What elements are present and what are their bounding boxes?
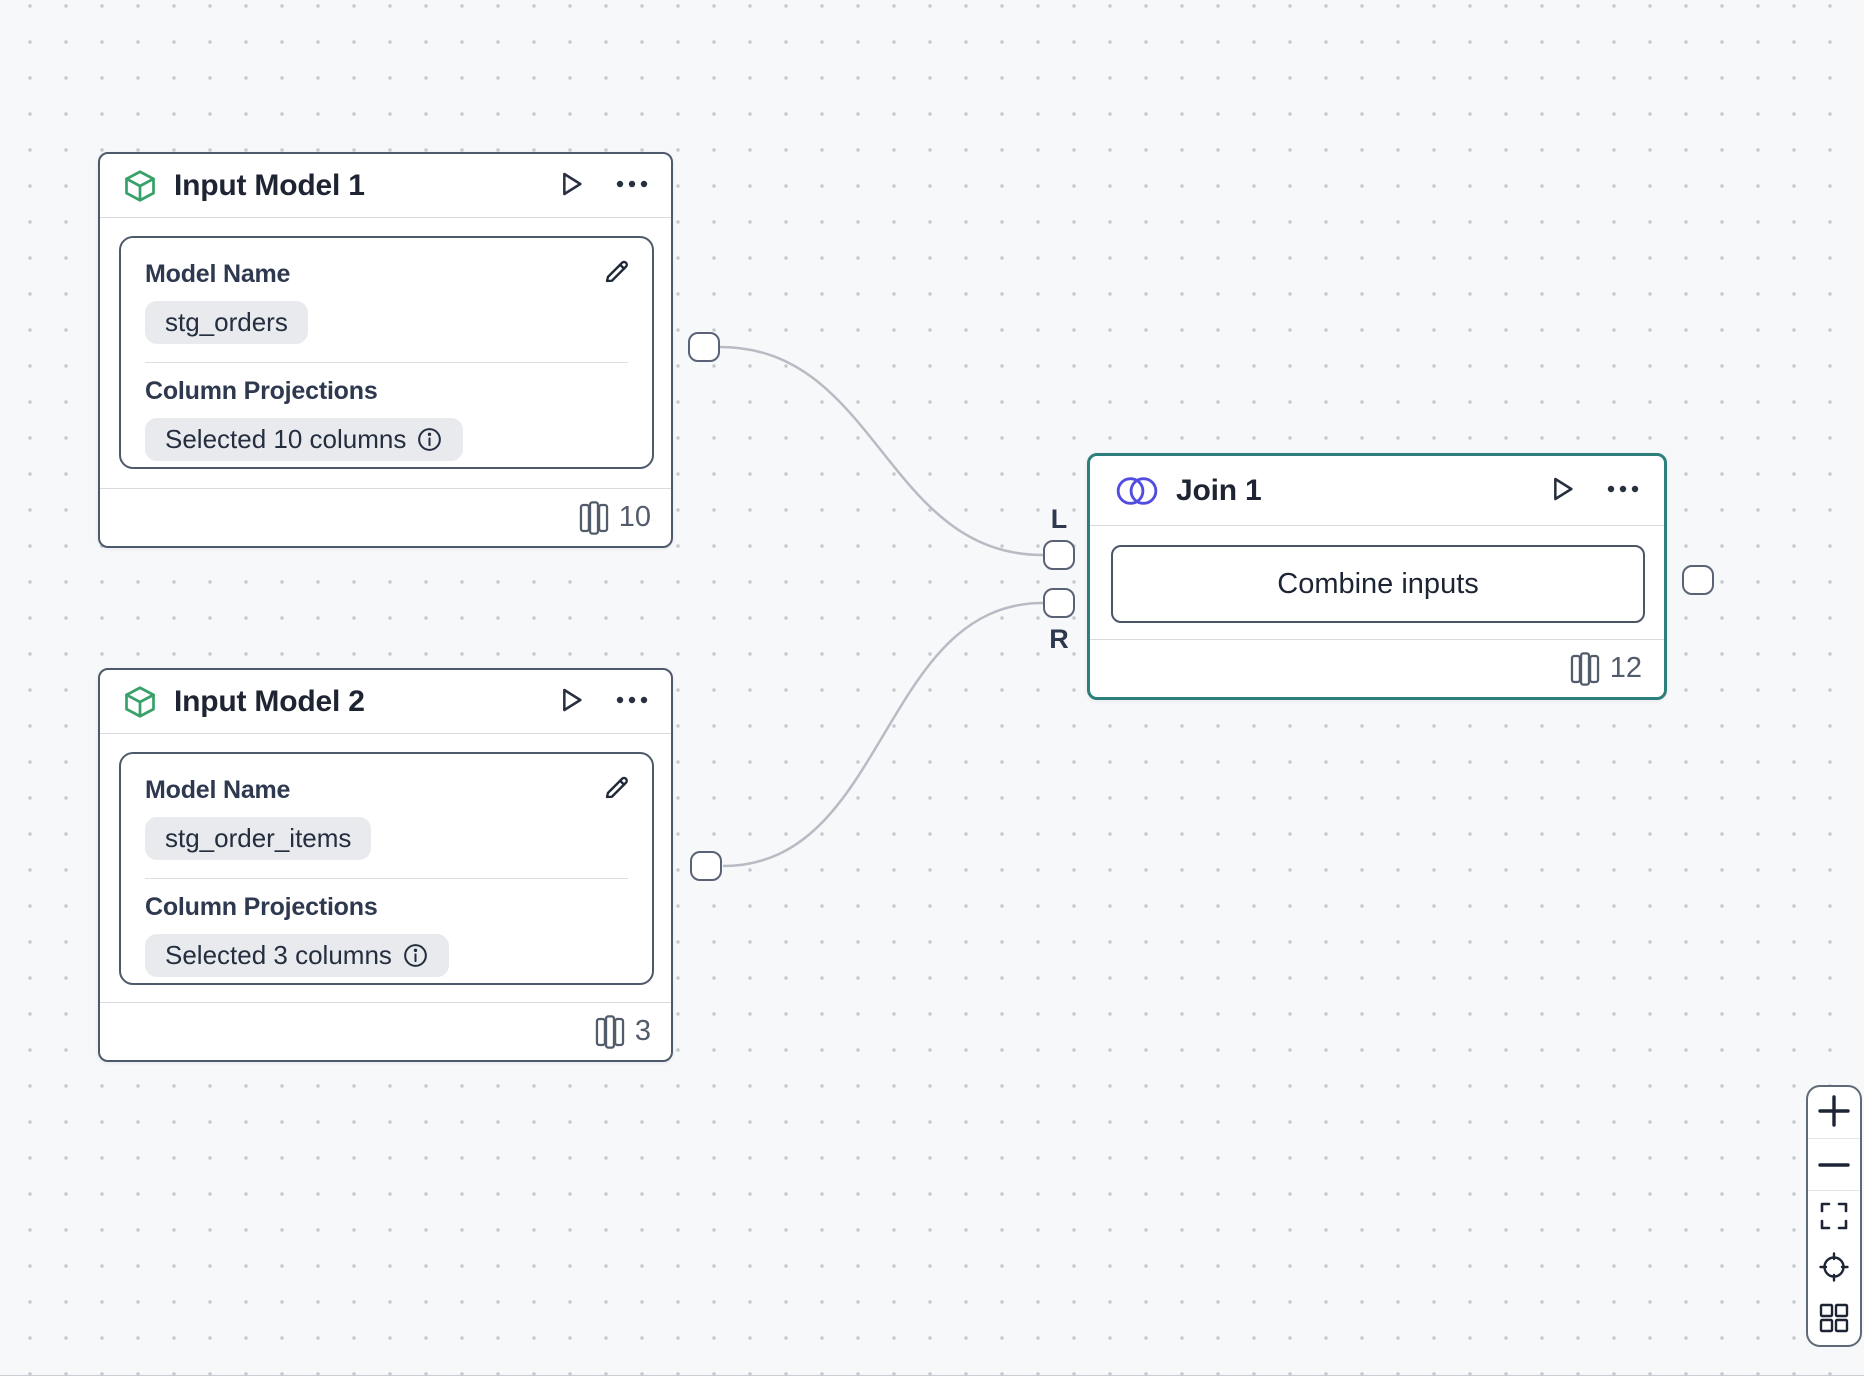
column-projections-value: Selected 3 columns	[145, 934, 449, 977]
node-input-model-1[interactable]: Input Model 1	[98, 152, 673, 548]
cube-icon	[122, 168, 158, 204]
output-port-input-model-1[interactable]	[688, 332, 720, 362]
node-input-model-2[interactable]: Input Model 2	[98, 668, 673, 1062]
grid-layout-button[interactable]	[1808, 1294, 1860, 1345]
node-footer: 3	[100, 1002, 671, 1060]
edge-input1-to-join-left[interactable]	[719, 345, 1044, 557]
run-node-button[interactable]	[1546, 472, 1578, 509]
play-icon	[555, 683, 587, 720]
bottom-panel-edge	[0, 1375, 1864, 1379]
run-node-button[interactable]	[555, 167, 587, 204]
node-footer: 10	[100, 488, 671, 546]
output-port-join-1[interactable]	[1682, 565, 1714, 595]
model-config-card: Model Name stg_order_items Column Projec…	[119, 752, 654, 985]
model-name-value: stg_order_items	[145, 817, 372, 860]
column-count: 12	[1609, 652, 1642, 684]
node-menu-button[interactable]	[615, 178, 649, 193]
run-node-button[interactable]	[555, 683, 587, 720]
output-port-input-model-2[interactable]	[690, 851, 722, 881]
play-icon	[555, 167, 587, 204]
node-title: Join 1	[1176, 473, 1262, 507]
edit-model-name-button[interactable]	[602, 256, 632, 289]
edit-model-name-button[interactable]	[602, 772, 632, 805]
node-title: Input Model 1	[174, 168, 365, 202]
cube-icon	[122, 684, 158, 720]
model-name-label: Model Name	[145, 776, 291, 804]
canvas-controls-panel	[1806, 1085, 1862, 1347]
pencil-icon	[602, 772, 632, 805]
model-config-card: Model Name stg_orders Column Projections…	[119, 236, 654, 469]
node-join-1[interactable]: Join 1 Combine inputs	[1087, 453, 1667, 700]
left-port-label: L	[1050, 504, 1068, 534]
model-name-value: stg_orders	[145, 301, 308, 344]
info-icon[interactable]	[402, 942, 429, 969]
column-projections-label: Column Projections	[145, 377, 378, 405]
grid-icon	[1818, 1302, 1850, 1337]
edge-input2-to-join-right[interactable]	[722, 601, 1044, 868]
column-projections-value: Selected 10 columns	[145, 418, 464, 461]
join-left-input-port[interactable]	[1043, 540, 1075, 570]
plus-icon	[1817, 1094, 1851, 1131]
pencil-icon	[602, 256, 632, 289]
combine-inputs-button[interactable]: Combine inputs	[1111, 545, 1645, 623]
node-footer: 12	[1090, 639, 1664, 697]
column-count: 3	[634, 1015, 651, 1047]
right-port-label: R	[1049, 624, 1069, 654]
play-icon	[1546, 472, 1578, 509]
columns-icon	[1570, 651, 1600, 686]
node-header: Join 1	[1090, 456, 1664, 526]
fit-view-icon	[1819, 1201, 1849, 1234]
card-divider	[145, 878, 628, 879]
minus-icon	[1817, 1157, 1851, 1172]
node-menu-button[interactable]	[1606, 483, 1640, 498]
node-header: Input Model 1	[100, 154, 671, 218]
info-icon[interactable]	[416, 426, 443, 453]
join-right-input-port[interactable]	[1043, 588, 1075, 618]
locate-button[interactable]	[1808, 1243, 1860, 1294]
locate-icon	[1818, 1251, 1850, 1286]
columns-icon	[595, 1014, 625, 1049]
columns-icon	[579, 500, 609, 535]
ellipsis-icon	[615, 178, 649, 193]
venn-circles-icon	[1114, 475, 1160, 507]
node-header: Input Model 2	[100, 670, 671, 734]
card-divider	[145, 362, 628, 363]
zoom-in-button[interactable]	[1808, 1087, 1860, 1140]
column-projections-label: Column Projections	[145, 893, 378, 921]
zoom-out-button[interactable]	[1808, 1139, 1860, 1192]
model-name-label: Model Name	[145, 260, 291, 288]
column-count: 10	[618, 501, 651, 533]
ellipsis-icon	[1606, 483, 1640, 498]
ellipsis-icon	[615, 694, 649, 709]
fit-view-button[interactable]	[1808, 1191, 1860, 1242]
node-title: Input Model 2	[174, 684, 365, 718]
node-menu-button[interactable]	[615, 694, 649, 709]
